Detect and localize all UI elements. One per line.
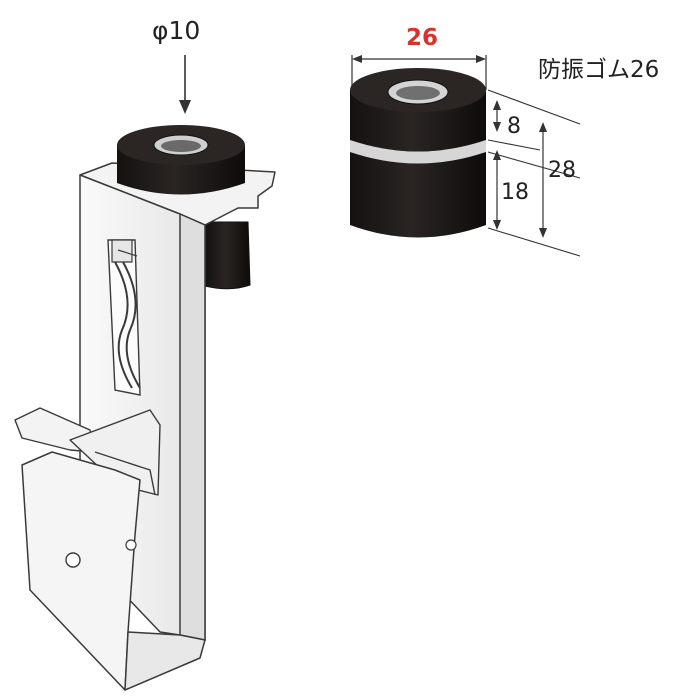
upper-rubber-on-bracket — [117, 125, 245, 195]
dim-28 — [539, 122, 547, 238]
rubber-lower-part — [350, 150, 486, 238]
lower-rubber-behind — [204, 221, 251, 290]
width-dimension — [351, 55, 487, 90]
phi-arrow — [179, 55, 191, 114]
rubber-gap-band — [350, 140, 486, 164]
shaft-diameter-label: φ10 — [152, 16, 201, 45]
hanger-assembly — [14, 55, 276, 691]
product-name-label: 防振ゴム26 — [538, 57, 660, 83]
total-height-label: 28 — [548, 158, 576, 183]
dim-8 — [493, 100, 501, 132]
spring-slot — [107, 239, 141, 396]
dim-18 — [493, 150, 501, 230]
upper-height-label: 8 — [507, 114, 521, 139]
height-extension-lines — [487, 89, 581, 257]
lower-height-label: 18 — [501, 180, 529, 205]
lower-clamp — [21, 451, 141, 691]
rubber-width-label: 26 — [406, 25, 439, 51]
rubber-detail — [350, 55, 581, 257]
clamp-hole — [65, 552, 81, 568]
